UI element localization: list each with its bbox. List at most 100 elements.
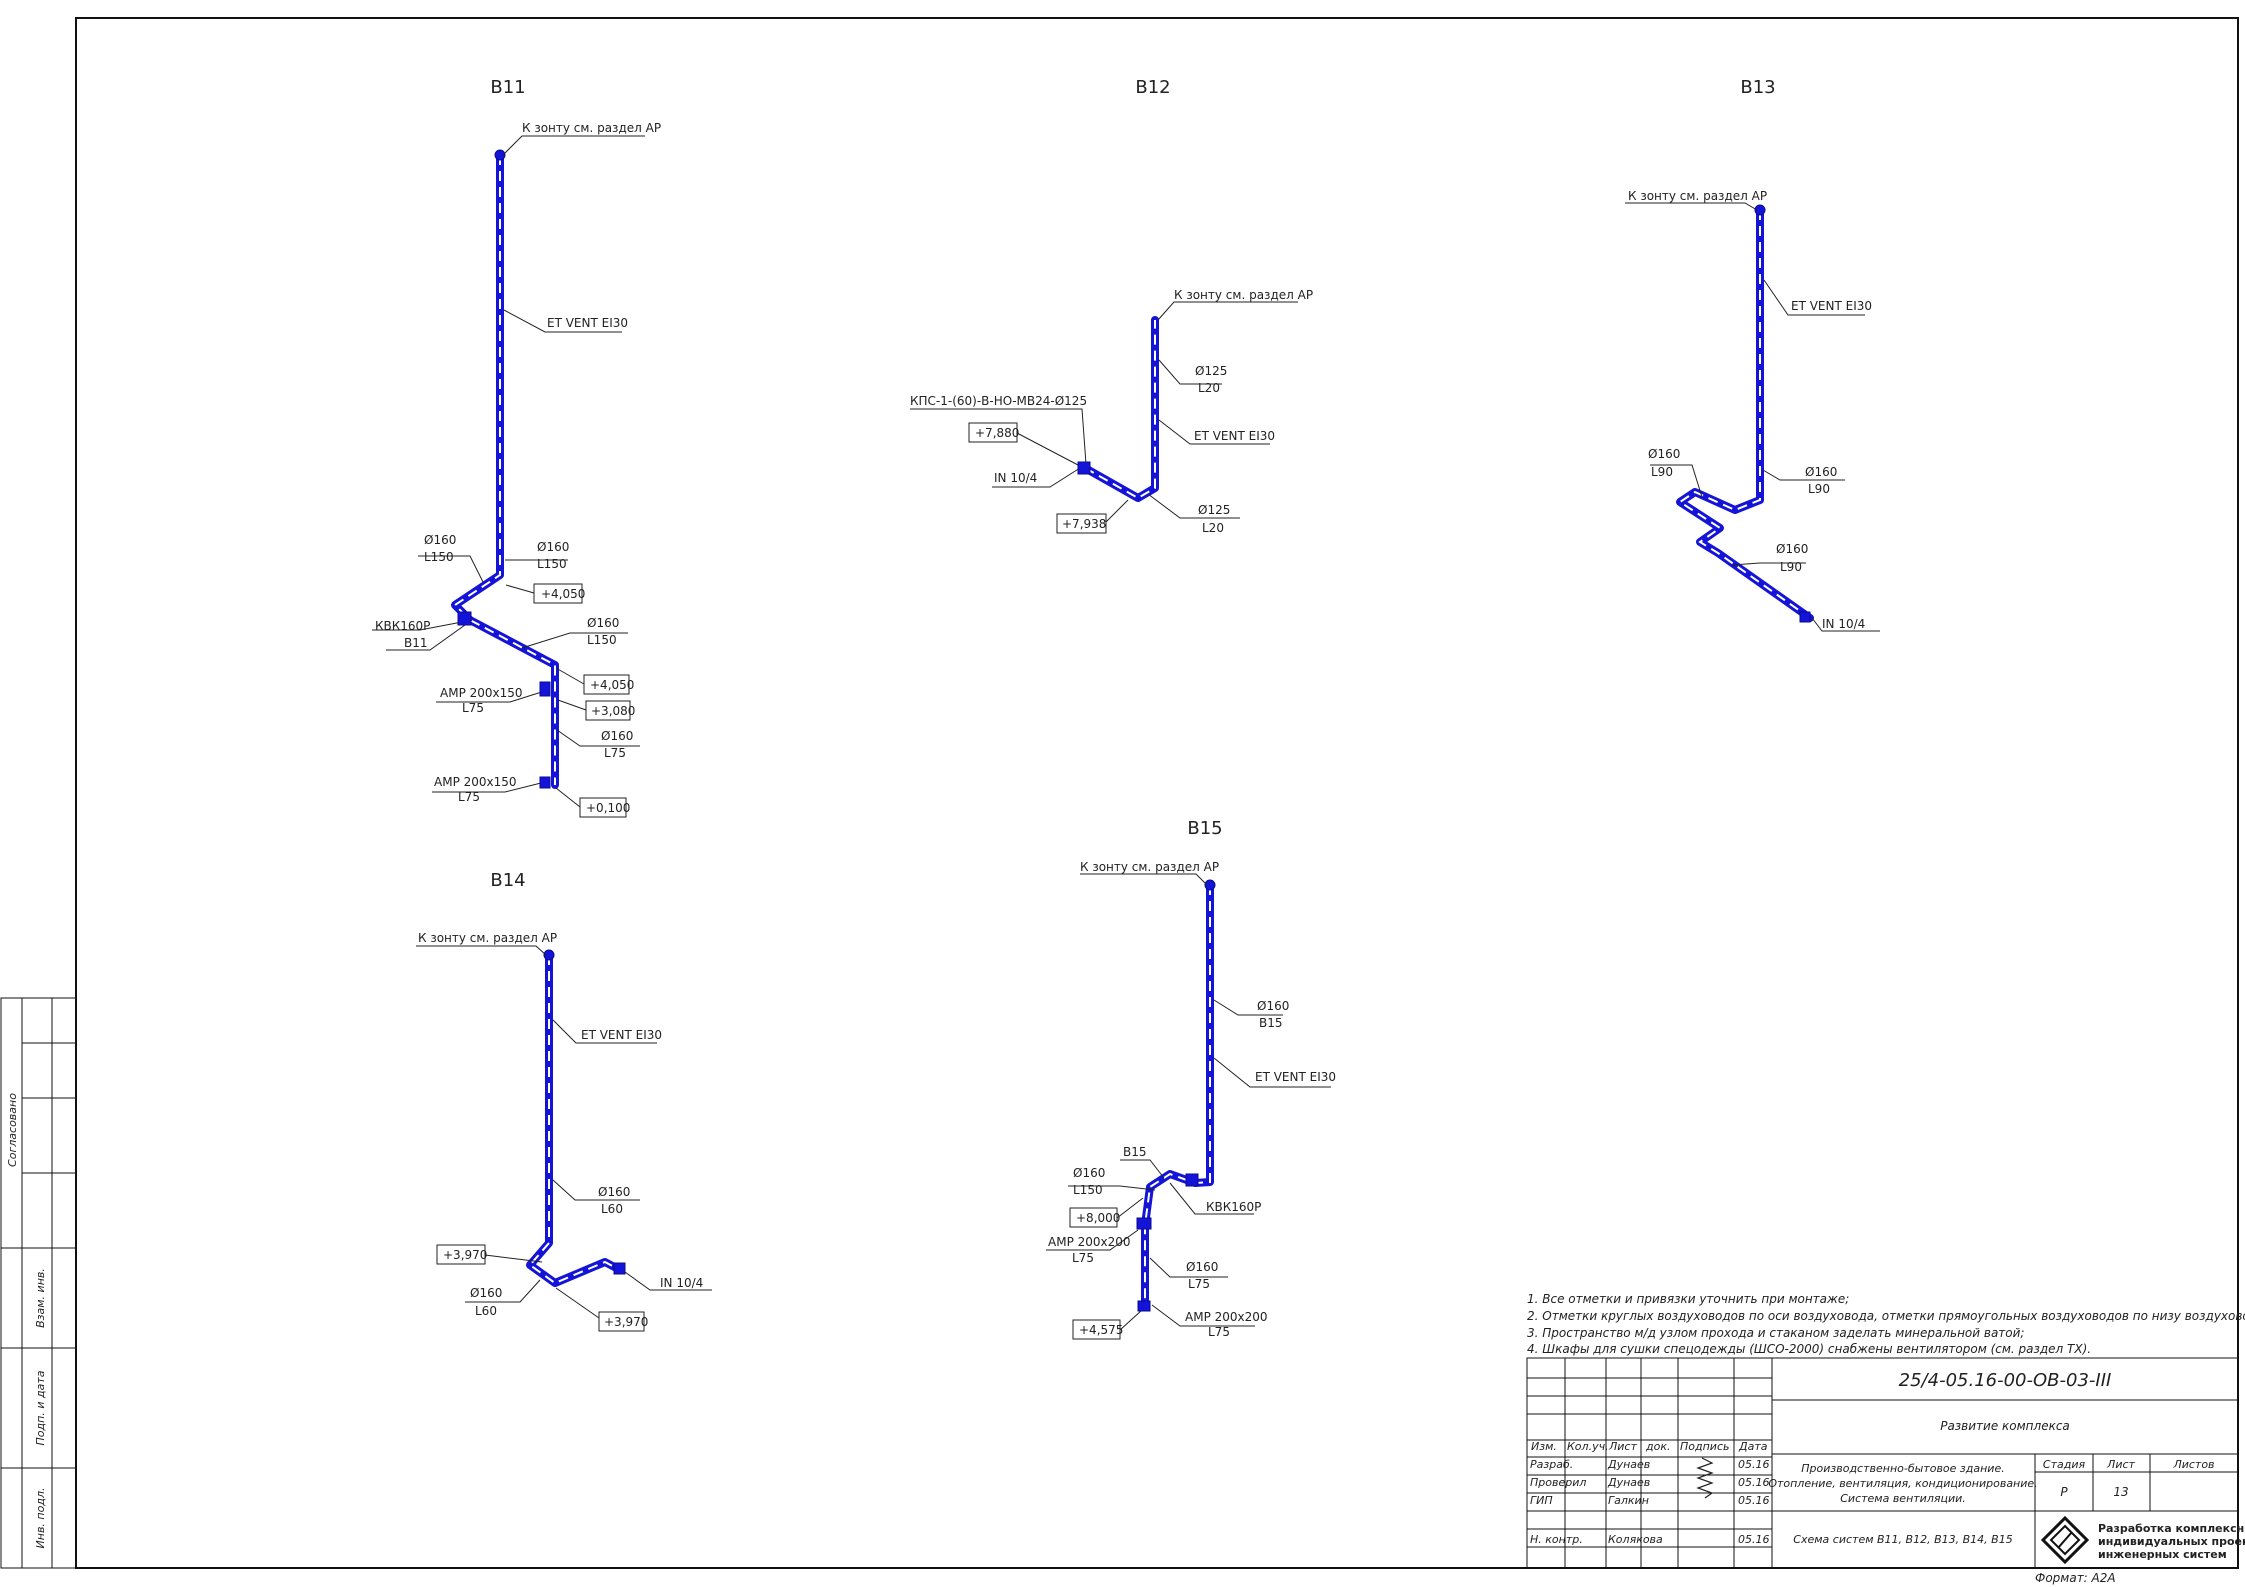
- hdr-podpis: Подпись: [1680, 1440, 1729, 1453]
- b14-elev-3970-a: +3,970: [443, 1248, 487, 1262]
- b12-elev-7880: +7,880: [975, 426, 1019, 440]
- b14-grille: [613, 1262, 626, 1275]
- b11-d160-d: Ø160: [601, 729, 633, 743]
- b15-amr-a-l: L75: [1072, 1251, 1094, 1265]
- b12-d125-bot: Ø125: [1198, 503, 1230, 517]
- b15-grille-a: [1136, 1217, 1152, 1230]
- system-b13-labels: К зонту см. раздел АР ЕТ VENT EI30 Ø160 …: [1625, 189, 1880, 632]
- b12-fire-damper: [1077, 461, 1091, 475]
- b14-d160-b: Ø160: [470, 1286, 502, 1300]
- duct-network: [451, 149, 1814, 1309]
- b12-valve-kps: КПС-1-(60)-В-НО-МВ24-Ø125: [910, 394, 1087, 408]
- system-b14-labels: К зонту см. раздел АР ЕТ VENT EI30 Ø160 …: [416, 931, 712, 1332]
- b12-l20-top: L20: [1198, 381, 1220, 395]
- duct-b14-centerline: [528, 955, 621, 1285]
- system-title-b14: В14: [490, 870, 525, 891]
- stage-value: Р: [2060, 1485, 2068, 1499]
- role-nkontr: Н. контр.: [1530, 1533, 1583, 1546]
- b11-grille-a: [539, 681, 551, 697]
- b14-d160-a: Ø160: [598, 1185, 630, 1199]
- hdr-dok: док.: [1645, 1440, 1670, 1453]
- b15-valve-kvk: [1185, 1173, 1199, 1187]
- duct-b15-centerline: [1144, 885, 1211, 1305]
- b11-amr-b: АМР 200х150: [434, 775, 517, 789]
- b11-kvk-sub: В11: [404, 636, 428, 650]
- b15-top-note: К зонту см. раздел АР: [1080, 860, 1219, 874]
- b15-elev-4575: +4,575: [1079, 1323, 1123, 1337]
- note-2: 2. Отметки круглых воздуховодов по оси в…: [1527, 1309, 2245, 1323]
- b11-grille-b: [539, 776, 551, 789]
- system-title-b12: В12: [1135, 77, 1170, 98]
- b15-amr-b-l: L75: [1208, 1325, 1230, 1339]
- b11-amr-a: АМР 200х150: [440, 686, 523, 700]
- b15-l150-a: L150: [1073, 1183, 1103, 1197]
- company-logo: [2040, 1515, 2090, 1565]
- name-razrab: Дунаев: [1607, 1458, 1650, 1471]
- duct-b14-outlet: [543, 949, 555, 961]
- b13-in-label: IN 10/4: [1822, 617, 1865, 631]
- sheet-name: Схема систем В11, В12, В13, В14, В15: [1793, 1533, 2012, 1546]
- system-b12-labels: К зонту см. раздел АР Ø125 L20 КПС-1-(60…: [910, 288, 1313, 535]
- b13-l90-c: L90: [1780, 560, 1802, 574]
- duct-b11-outlet: [494, 149, 506, 161]
- b15-b15-top: В15: [1259, 1016, 1283, 1030]
- b11-vent-label: ЕТ VENT EI30: [547, 316, 628, 330]
- duct-b13-centerline: [1678, 210, 1811, 619]
- duct-b15: [1141, 881, 1214, 1309]
- sheet-value: 13: [2113, 1485, 2128, 1499]
- name-nkontr: Колякова: [1608, 1533, 1663, 1546]
- system-title-b13: В13: [1740, 77, 1775, 98]
- system-title-b11: В11: [490, 77, 525, 98]
- b11-top-note: К зонту см. раздел АР: [522, 121, 661, 135]
- b13-l90-b: L90: [1808, 482, 1830, 496]
- b12-in-label: IN 10/4: [994, 471, 1037, 485]
- b11-elev-4050-a: +4,050: [541, 587, 585, 601]
- hdr-kolu: Кол.уч.: [1567, 1440, 1609, 1453]
- role-razrab: Разраб.: [1530, 1458, 1573, 1471]
- building-line-3: Система вентиляции.: [1840, 1492, 1966, 1505]
- b11-l150-c: L150: [587, 633, 617, 647]
- b14-top-note: К зонту см. раздел АР: [418, 931, 557, 945]
- hdr-list: Лист: [1608, 1440, 1637, 1453]
- stage-header: Стадия: [2043, 1458, 2086, 1471]
- b14-vent-label: ЕТ VENT EI30: [581, 1028, 662, 1042]
- b13-d160-c: Ø160: [1776, 542, 1808, 556]
- b15-kvk-label: КВК160Р: [1206, 1200, 1261, 1214]
- b11-amr-b-l: L75: [458, 790, 480, 804]
- b11-d160-b: Ø160: [537, 540, 569, 554]
- b11-elev-3080: +3,080: [591, 704, 635, 718]
- sheet-header: Лист: [2106, 1458, 2135, 1471]
- stamp-replace-inv: Взам. инв.: [34, 1268, 47, 1328]
- b13-vent-label: ЕТ VENT EI30: [1791, 299, 1872, 313]
- b13-grille: [1799, 611, 1811, 623]
- date-proveril: 05.16: [1738, 1476, 1770, 1489]
- name-gip: Галкин: [1608, 1494, 1649, 1507]
- system-b11-labels: К зонту см. раздел АР ЕТ VENT EI30 Ø160 …: [372, 121, 661, 818]
- b12-l20-bot: L20: [1202, 521, 1224, 535]
- building-line-2: Отопление, вентиляция, кондиционирование…: [1768, 1477, 2037, 1490]
- duct-b12-centerline: [1084, 320, 1156, 500]
- b15-amr-b: АМР 200х200: [1185, 1310, 1268, 1324]
- system-b15-labels: К зонту см. раздел АР Ø160 В15 ЕТ VENT E…: [1046, 860, 1336, 1340]
- b11-d160-a: Ø160: [424, 533, 456, 547]
- b13-top-note: К зонту см. раздел АР: [1628, 189, 1767, 203]
- b15-d160-a: Ø160: [1073, 1166, 1105, 1180]
- b13-l90-a: L90: [1651, 465, 1673, 479]
- duct-b14: [526, 951, 624, 1287]
- b14-l60-b: L60: [475, 1304, 497, 1318]
- role-proveril: Проверил: [1530, 1476, 1586, 1489]
- system-title-b15: В15: [1187, 818, 1222, 839]
- b11-l75-d: L75: [604, 746, 626, 760]
- b15-elev-8000: +8,000: [1076, 1211, 1120, 1225]
- stamp-agreed: Согласовано: [6, 1093, 19, 1167]
- b12-vent-label: ЕТ VENT EI30: [1194, 429, 1275, 443]
- b15-d160-b: Ø160: [1186, 1260, 1218, 1274]
- b15-amr-a: АМР 200х200: [1048, 1235, 1131, 1249]
- b11-amr-a-l: L75: [462, 701, 484, 715]
- b15-d160-top: Ø160: [1257, 999, 1289, 1013]
- b14-elev-3970-b: +3,970: [604, 1315, 648, 1329]
- org-line-2: индивидуальных проектов: [2098, 1535, 2245, 1548]
- hdr-data: Дата: [1738, 1440, 1768, 1453]
- b11-l150-b: L150: [537, 557, 567, 571]
- drawing-frame: [75, 17, 2239, 1569]
